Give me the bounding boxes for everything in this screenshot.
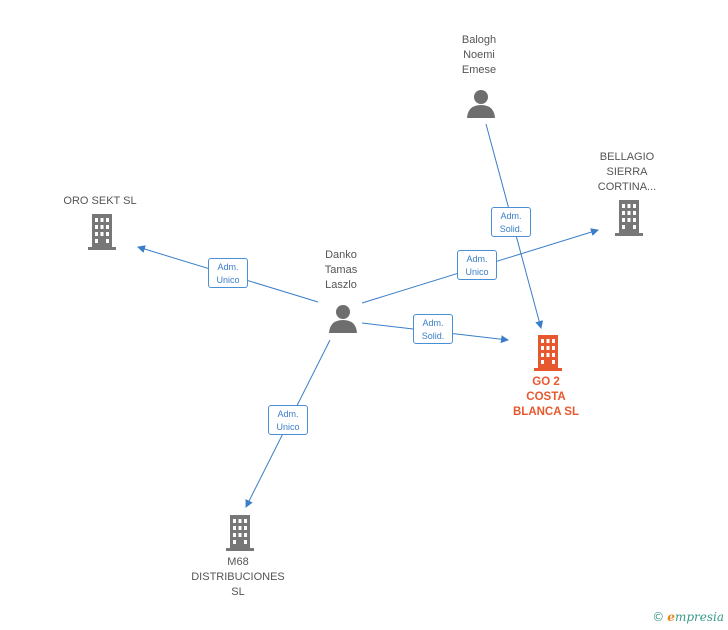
node-label-danko[interactable]: Danko Tamas Laszlo [324,249,358,291]
edge-badge-danko-bellagio[interactable]: Adm. Unico [457,250,497,280]
node-label-bellagio[interactable]: BELLAGIO SIERRA CORTINA... [597,151,657,193]
brand-logo-text: mpresia [674,610,724,624]
brand-footer: ©empresia [652,610,724,624]
person-icon[interactable] [466,88,496,118]
edge-badge-danko-go2[interactable]: Adm. Solid. [413,314,453,344]
node-label-oro-sekt[interactable]: ORO SEKT SL [63,195,137,207]
edge-badge-danko-oro[interactable]: Adm. Unico [208,258,248,288]
copyright-symbol: © [652,610,665,624]
node-label-m68[interactable]: M68 DISTRIBUCIONES SL [191,556,285,598]
brand-logo-initial: e [667,610,675,624]
building-icon-focus[interactable] [532,335,564,371]
node-label-go2[interactable]: GO 2 COSTA BLANCA SL [512,376,579,418]
edge-badge-balogh-go2[interactable]: Adm. Solid. [491,207,531,237]
building-icon[interactable] [224,515,256,551]
node-label-balogh[interactable]: Balogh Noemi Emese [461,34,497,76]
person-icon[interactable] [328,303,358,333]
building-icon[interactable] [613,200,645,236]
edge-badge-danko-m68[interactable]: Adm. Unico [268,405,308,435]
building-icon[interactable] [86,214,118,250]
